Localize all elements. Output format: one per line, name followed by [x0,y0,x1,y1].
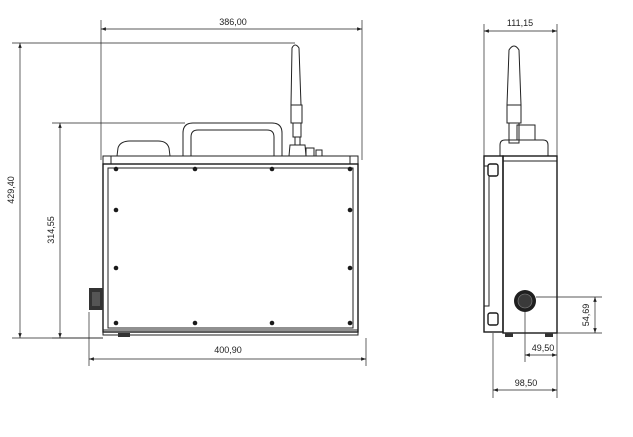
side-mount-hole [487,163,499,177]
dim-top-width: 386,00 [219,17,247,27]
side-view [483,45,558,337]
front-top-rail [102,155,359,165]
front-antenna [288,44,307,157]
front-fitting [305,147,315,157]
side-top-cap [516,124,536,141]
side-foot [545,333,553,337]
front-bottom-rail [102,329,359,336]
dim-total-height: 429,40 [6,176,16,204]
front-dimensions: 386,00 429,40 314,55 400,90 [6,17,367,366]
dim-bottom-width: 400,90 [214,345,242,355]
dim-body-height: 314,55 [46,216,56,244]
front-body-outer [102,163,359,333]
front-handle-inner [190,129,275,156]
front-corner-bracket [349,155,359,165]
dim-connector-height: 54,69 [581,304,591,327]
side-antenna [506,45,522,144]
front-body-panel [107,167,354,329]
front-view [89,44,359,337]
dim-side-width: 111,15 [507,18,533,28]
front-side-connector-ring [92,292,100,306]
front-cover-dome [116,140,171,157]
front-foot [118,333,130,337]
dim-side-depth: 98,50 [515,378,538,388]
side-flange-slot [483,165,490,307]
front-corner-bracket [102,155,112,165]
side-connector-inner [517,293,533,309]
side-dimensions: 111,15 54,69 49,50 98,50 [483,18,602,398]
side-foot [505,333,513,337]
side-mount-hole [487,312,499,326]
front-fitting [315,149,323,157]
side-top-block [499,139,549,156]
dim-connector-offset: 49,50 [532,343,555,353]
front-handle [182,122,283,156]
side-body [502,155,558,334]
front-screws [113,166,353,326]
